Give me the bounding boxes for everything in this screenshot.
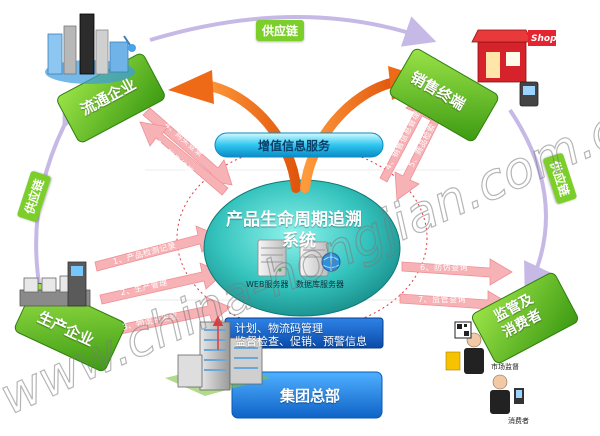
supply-chain-top-curve — [149, 15, 437, 47]
hq-info-line2: 监督检查、促销、预警信息 — [235, 335, 367, 348]
value-flow-arrowhead-left — [168, 70, 214, 104]
value-added-service-bar — [214, 132, 384, 158]
shop-sign-text: Shop — [531, 34, 557, 44]
arrow-label-regulator-1: 6、防伪查询 — [420, 263, 469, 272]
retailer-node — [389, 48, 499, 142]
arrow-producer-2 — [99, 262, 225, 305]
supply-chain-right-curve — [508, 108, 553, 296]
value-added-service-label: 增值信息服务 — [258, 139, 331, 153]
distributor-buildings-icon — [45, 13, 136, 84]
web-server-label: WEB服务器 — [246, 280, 289, 289]
headquarters-box — [231, 371, 383, 419]
production-line-icon — [19, 261, 91, 307]
qr-code-icon — [454, 321, 472, 339]
arrow-regulator-1 — [401, 258, 513, 286]
value-flow-arrow-right — [300, 77, 400, 193]
supply-chain-top-label: 供应链 — [256, 20, 305, 41]
market-regulator-caption: 市场监督 — [491, 363, 519, 371]
headquarters-label: 集团总部 — [280, 387, 341, 405]
arrow-label-regulator-2: 7、监管查询 — [418, 295, 467, 304]
scan-terminal-icon — [519, 81, 539, 107]
center-title-line1: 产品生命周期追溯 — [226, 210, 362, 230]
database-server-icon — [299, 241, 341, 277]
consumer-person-icon — [490, 374, 524, 414]
center-title-line2: 系统 — [282, 231, 316, 251]
web-server-icon — [257, 239, 287, 277]
value-flow-arrow-left — [200, 80, 301, 193]
regulator-node — [471, 272, 579, 364]
arrow-producer-3 — [104, 296, 231, 338]
database-server-label: 数据库服务器 — [296, 280, 344, 289]
inspector-person-icon — [445, 332, 484, 374]
shop-icon — [471, 29, 556, 83]
consumer-caption: 消费者 — [508, 417, 529, 425]
arrow-distributor-2 — [139, 121, 229, 196]
hq-info-line1: 计划、物流码管理 — [235, 322, 323, 335]
